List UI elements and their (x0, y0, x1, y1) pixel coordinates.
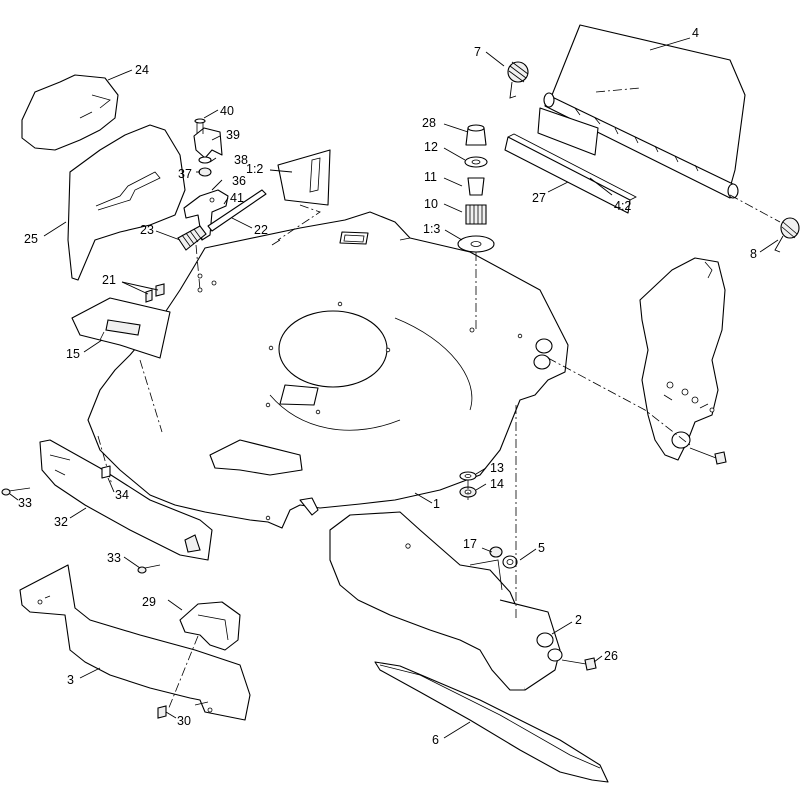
part-24-cover (21, 74, 119, 151)
part-25-shield (67, 124, 186, 281)
callout-33-bottom: 33 (107, 551, 121, 565)
callout-4-2: 4:2 (614, 199, 631, 213)
callout-1-3: 1:3 (423, 222, 440, 236)
side-bracket-bolt (689, 447, 727, 465)
part-17-nut (489, 546, 503, 558)
part-37-nut (198, 167, 212, 177)
part-23-spring (177, 225, 207, 251)
part-33-screw-bottom (137, 564, 161, 574)
part-11-bushing (467, 177, 485, 196)
callout-33-left: 33 (18, 496, 32, 510)
callout-12: 12 (424, 140, 438, 154)
part-1-2-plate (277, 149, 331, 206)
part-28-knob (465, 124, 487, 146)
callout-38: 38 (234, 153, 248, 167)
part-15-label-plate (71, 297, 171, 359)
part-3-lower-skirt (19, 564, 251, 721)
part-21-screws (145, 283, 165, 303)
assembly-lines (99, 87, 781, 620)
callout-7: 7 (474, 45, 481, 59)
callout-10: 10 (424, 197, 438, 211)
callout-26: 26 (604, 649, 618, 663)
callout-5: 5 (538, 541, 545, 555)
callout-3: 3 (67, 673, 74, 687)
part-8-spring (774, 217, 800, 253)
callout-40: 40 (220, 104, 234, 118)
part-34-screw (101, 465, 111, 479)
callout-6: 6 (432, 733, 439, 747)
callout-14: 14 (490, 477, 504, 491)
part-32-front-baffle (39, 439, 213, 561)
callout-1-2: 1:2 (246, 162, 263, 176)
part-39-bracket (193, 127, 223, 159)
part-40-screw (194, 118, 206, 134)
part-13-washer (459, 471, 477, 481)
part-5-bushing (502, 555, 518, 569)
part-30-screw (157, 705, 167, 719)
part-12-washer (464, 156, 488, 168)
callout-1: 1 (433, 497, 440, 511)
callout-22: 22 (254, 223, 268, 237)
part-29-block (179, 601, 241, 651)
part-1-3-washer (457, 235, 495, 253)
callout-41: 41 (230, 191, 244, 205)
callout-30: 30 (177, 714, 191, 728)
part-38-washer (198, 156, 212, 164)
leader-lines (9, 37, 779, 739)
part-4-rear-flap (537, 24, 746, 199)
callout-37: 37 (178, 167, 192, 181)
callout-32: 32 (54, 515, 68, 529)
callout-25: 25 (24, 232, 38, 246)
callout-36: 36 (232, 174, 246, 188)
part-26-bolt (561, 657, 597, 671)
callout-11: 11 (424, 170, 437, 184)
part-33-screw-left (1, 487, 31, 496)
callout-28: 28 (422, 116, 436, 130)
callout-2: 2 (575, 613, 582, 627)
part-41-rod (207, 189, 267, 232)
callout-4: 4 (692, 26, 699, 40)
side-bracket-plate (639, 257, 726, 461)
callout-21: 21 (102, 273, 116, 287)
callout-27: 27 (532, 191, 546, 205)
callout-24: 24 (135, 63, 149, 77)
callout-13: 13 (490, 461, 504, 475)
callout-17: 17 (463, 537, 477, 551)
callout-29: 29 (142, 595, 156, 609)
callout-39: 39 (226, 128, 240, 142)
callout-8: 8 (750, 247, 757, 261)
part-36-lever (183, 189, 229, 241)
callout-34: 34 (115, 488, 129, 502)
callout-15: 15 (66, 347, 80, 361)
callout-23: 23 (140, 223, 154, 237)
part-27-foam-strip (504, 133, 637, 214)
part-6-chute-trough (374, 661, 609, 783)
part-1-mower-deck (87, 211, 569, 529)
part-10-gear (465, 204, 487, 225)
part-7-spring (507, 61, 529, 99)
part-2-discharge-chute (329, 511, 563, 691)
callout-labels: 1 1:2 1:3 2 3 4 4:2 5 6 7 8 10 11 12 13 … (18, 26, 757, 747)
